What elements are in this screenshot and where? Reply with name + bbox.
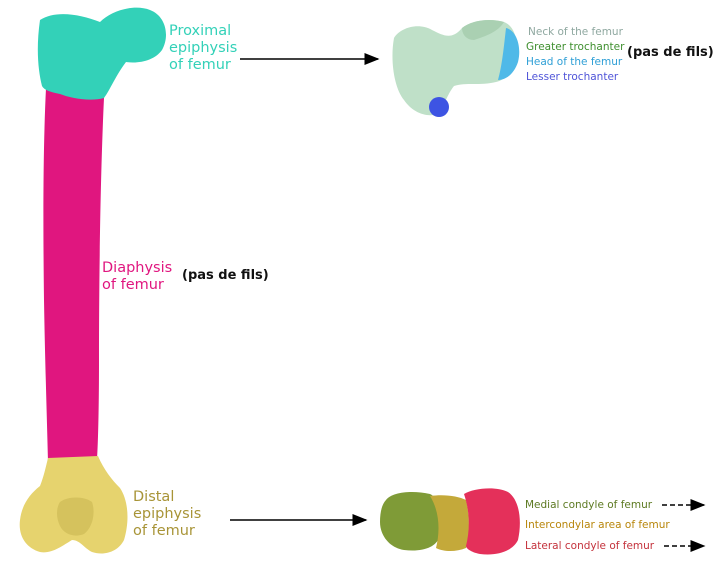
diaphysis-shape (43, 88, 104, 462)
diaphysis-label-line-1: Diaphysis (102, 260, 172, 277)
intercondylar-area-label: Intercondylar area of femur (525, 518, 670, 532)
greater-trochanter-label: Greater trochanter (526, 40, 624, 54)
proximal-label-line-1: Proximal (169, 23, 237, 40)
proximal-detail-body (392, 20, 516, 115)
lesser-trochanter-label: Lesser trochanter (526, 70, 618, 84)
diaphysis-note: (pas de fils) (182, 268, 269, 283)
proximal-detail-illustration (392, 20, 519, 117)
neck-of-femur-label: Neck of the femur (528, 25, 623, 39)
medial-condyle-label: Medial condyle of femur (525, 498, 652, 512)
diaphysis-label: Diaphysis of femur (102, 260, 172, 294)
diaphysis-label-line-2: of femur (102, 277, 172, 294)
distal-label-line-1: Distal (133, 489, 201, 506)
medial-condyle-region (380, 492, 441, 550)
proximal-epiphysis-label: Proximal epiphysis of femur (169, 23, 237, 74)
lateral-condyle-label: Lateral condyle of femur (525, 539, 654, 553)
proximal-note: (pas de fils) (627, 45, 714, 60)
proximal-epiphysis-shape (38, 8, 166, 100)
distal-label-line-3: of femur (133, 523, 201, 540)
distal-detail-illustration (380, 488, 520, 554)
proximal-label-line-2: epiphysis (169, 40, 237, 57)
proximal-label-line-3: of femur (169, 57, 237, 74)
head-of-femur-label: Head of the femur (526, 55, 622, 69)
distal-label-line-2: epiphysis (133, 506, 201, 523)
lesser-trochanter-region (429, 97, 449, 117)
lateral-condyle-region (464, 488, 520, 554)
distal-epiphysis-label: Distal epiphysis of femur (133, 489, 201, 540)
